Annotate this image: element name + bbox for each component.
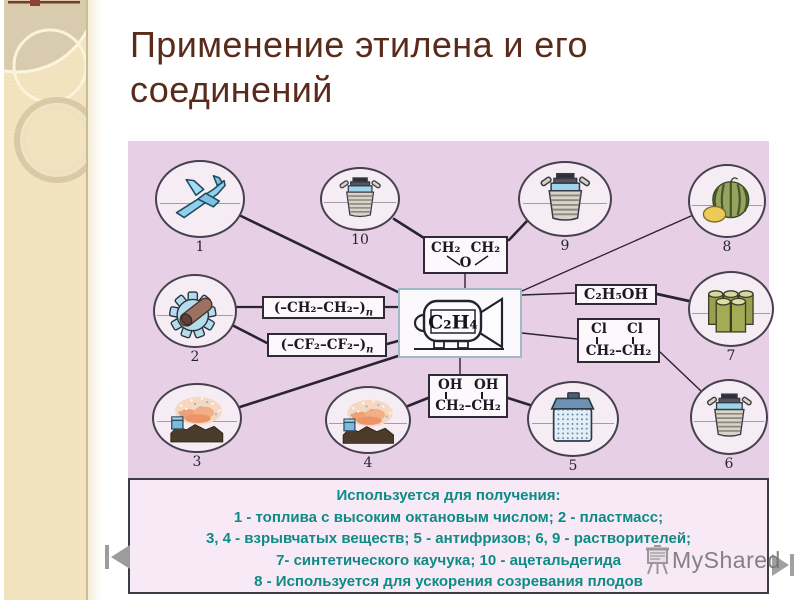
slide-title-line2: соединений	[130, 69, 333, 110]
usage-number: 6	[724, 456, 734, 472]
next-slide-icon	[772, 554, 794, 576]
watermark-text: MyShared	[672, 546, 781, 573]
formula-ethanol: C₂H₅OH	[575, 284, 657, 305]
airplane-icon	[175, 174, 227, 219]
usage-node-3: 3	[152, 383, 242, 470]
gear-icon	[169, 291, 217, 338]
explosion-icon	[342, 399, 394, 444]
prev-slide-button[interactable]	[101, 540, 135, 577]
formula-text: Cl	[627, 321, 643, 337]
usage-bubble-8	[688, 164, 766, 238]
next-slide-button[interactable]	[769, 551, 797, 582]
formula-text: OH	[438, 377, 463, 393]
legend-heading: Используется для получения:	[336, 487, 561, 504]
prev-slide-icon	[105, 545, 130, 569]
formula-text: C₂H₅OH	[583, 286, 649, 303]
usage-node-1: 1	[155, 160, 245, 255]
usage-node-5: 5	[527, 381, 619, 474]
milk-can-icon	[540, 172, 590, 221]
bond-line	[445, 392, 447, 399]
formula-text: (–CH₂–CH₂–)	[273, 300, 366, 316]
formula-glycol: OH OH CH₂–CH₂	[428, 374, 508, 418]
usage-number: 7	[726, 348, 736, 364]
watermelon-icon	[702, 176, 750, 223]
usage-number: 1	[195, 239, 205, 255]
usage-node-7: 7	[688, 271, 774, 364]
myshared-watermark[interactable]: MyShared	[644, 544, 781, 576]
tank-icon: C₂H₄	[413, 296, 504, 350]
central-formula-text: C₂H₄	[428, 312, 478, 334]
legend-line: 7- синтетического каучука; 10 - ацетальд…	[276, 551, 621, 569]
legend-line: 8 - Используется для ускорения созревани…	[254, 573, 643, 590]
central-ethylene-box: C₂H₄	[398, 288, 522, 358]
formula-ethylene-oxide: CH₂ CH₂ O	[423, 236, 508, 274]
usage-node-9: 9	[518, 161, 612, 254]
usage-node-4: 4	[325, 386, 411, 471]
usage-bubble-7	[688, 271, 774, 347]
legend-panel: Используется для получения: 1 - топлива …	[128, 478, 769, 594]
canister-icon	[550, 391, 596, 442]
slide-title-line1: Применение этилена и его	[130, 24, 588, 65]
usage-number: 3	[192, 454, 202, 470]
sidebar-fade	[88, 0, 102, 600]
bond-line	[481, 392, 483, 399]
sidebar-ornament-icon	[4, 0, 86, 183]
formula-text: CH₂–CH₂	[435, 398, 501, 414]
formula-subscript: n	[365, 307, 374, 319]
usage-bubble-6	[690, 379, 768, 455]
usage-node-2: 2	[153, 274, 237, 365]
usage-node-8: 8	[688, 164, 766, 255]
legend-line: 3, 4 - взрывчатых веществ; 5 - антифризо…	[205, 530, 692, 547]
usage-number: 4	[363, 455, 373, 471]
formula-text: CH₂	[470, 240, 500, 256]
formula-text: Cl	[591, 321, 607, 337]
formula-text: CH₂	[431, 240, 461, 256]
usage-bubble-4	[325, 386, 411, 454]
usage-number: 9	[560, 238, 570, 254]
usage-bubble-10	[320, 167, 400, 231]
formula-text: CH₂–CH₂	[585, 343, 652, 359]
cylinders-icon	[707, 289, 754, 333]
slide-title: Применение этилена и его соединений	[130, 22, 780, 112]
formula-text: (–CF₂–CF₂–)	[280, 337, 367, 353]
ethylene-usage-diagram: 1	[128, 141, 774, 478]
formula-text: OH	[474, 377, 499, 393]
explosion-icon	[170, 397, 224, 443]
usage-bubble-9	[518, 161, 612, 237]
milk-can-icon	[706, 393, 752, 437]
usage-bubble-2	[153, 274, 237, 348]
usage-node-6: 6	[690, 379, 768, 472]
formula-ptfe: (–CF₂–CF₂–)n	[267, 333, 387, 357]
usage-number: 2	[190, 349, 200, 365]
formula-dichloroethane: Cl Cl CH₂–CH₂	[577, 318, 660, 363]
decorative-sidebar	[4, 0, 88, 600]
easel-icon	[646, 545, 669, 575]
formula-subscript: n	[366, 344, 374, 356]
formula-polyethylene: (–CH₂–CH₂–)n	[262, 296, 385, 319]
usage-bubble-3	[152, 383, 242, 453]
usage-number: 5	[568, 458, 578, 474]
connector-lines	[230, 214, 702, 409]
milk-can-icon	[339, 177, 381, 217]
bond-lines	[446, 255, 489, 266]
usage-bubble-1	[155, 160, 245, 238]
usage-number: 10	[351, 232, 369, 248]
usage-number: 8	[722, 239, 732, 255]
usage-node-10: 10	[320, 167, 400, 248]
legend-line: 1 - топлива с высоким октановым числом; …	[233, 508, 664, 526]
usage-bubble-5	[527, 381, 619, 457]
bond-line	[632, 337, 634, 344]
formula-text: O	[459, 255, 472, 271]
bond-line	[596, 337, 598, 344]
